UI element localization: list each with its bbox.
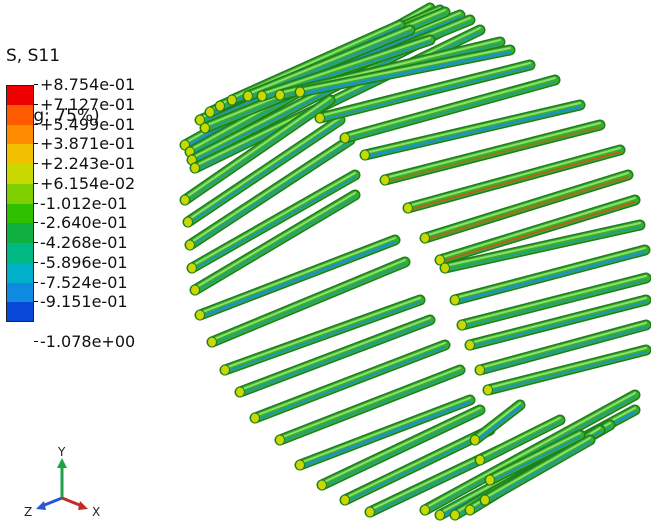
legend-swatch bbox=[6, 164, 34, 184]
legend-value: -1.078e+00 bbox=[40, 332, 136, 351]
truss-member bbox=[294, 44, 516, 98]
truss-members bbox=[179, 2, 651, 521]
truss-member bbox=[456, 272, 651, 331]
legend-entry: -1.078e+00 bbox=[6, 322, 186, 351]
legend-swatch bbox=[6, 302, 34, 322]
legend-tick bbox=[34, 301, 38, 303]
legend-variable: S, S11 bbox=[6, 46, 61, 66]
truss-member bbox=[464, 294, 651, 351]
legend-entry: -7.524e-01 bbox=[6, 273, 186, 303]
legend-tick bbox=[34, 341, 38, 342]
legend-entry: +6.154e-02 bbox=[6, 174, 186, 204]
truss-member bbox=[219, 294, 426, 376]
legend-value: -5.896e-01 bbox=[40, 252, 128, 272]
legend-value: -7.524e-01 bbox=[40, 272, 128, 292]
truss-member bbox=[379, 119, 606, 186]
axis-triad: Y Z X bbox=[24, 446, 100, 519]
truss-member bbox=[182, 114, 346, 228]
legend-value: -1.012e-01 bbox=[40, 193, 128, 213]
legend-tick bbox=[34, 143, 38, 145]
truss-member bbox=[479, 434, 596, 506]
truss-member bbox=[206, 256, 411, 348]
truss-member bbox=[186, 169, 361, 274]
legend-entry: +7.127e-01 bbox=[6, 95, 186, 125]
legend-tick bbox=[34, 182, 38, 184]
legend-swatch bbox=[6, 183, 34, 204]
legend-value: +8.754e-01 bbox=[40, 75, 136, 94]
legend-value: +7.127e-01 bbox=[40, 94, 136, 114]
legend-entry: -2.640e-01 bbox=[6, 213, 186, 243]
legend-entry: -9.151e-01 bbox=[6, 292, 186, 322]
legend-swatch bbox=[6, 243, 34, 263]
legend-tick bbox=[34, 261, 38, 263]
truss-member bbox=[339, 424, 496, 506]
x-axis-arrowhead bbox=[78, 501, 88, 510]
truss-member bbox=[434, 194, 641, 266]
truss-member bbox=[339, 74, 561, 144]
legend-tick bbox=[34, 222, 38, 224]
truss-member bbox=[419, 389, 641, 516]
truss-member bbox=[184, 134, 356, 251]
legend-entry: +5.499e-01 bbox=[6, 115, 186, 145]
truss-member bbox=[249, 339, 451, 424]
legend-swatch bbox=[6, 262, 34, 283]
truss-member bbox=[419, 169, 634, 244]
legend-tick bbox=[34, 242, 38, 243]
legend-swatch bbox=[6, 282, 34, 303]
truss-member bbox=[314, 59, 536, 124]
legend-swatch bbox=[6, 85, 34, 105]
legend-entry: +8.754e-01 bbox=[6, 75, 186, 105]
legend-tick bbox=[34, 103, 38, 105]
truss-member bbox=[189, 189, 361, 296]
y-axis-arrowhead bbox=[57, 458, 67, 468]
legend-value: -9.151e-01 bbox=[40, 292, 128, 312]
legend-tick bbox=[34, 281, 38, 283]
legend-entry: -5.896e-01 bbox=[6, 253, 186, 283]
y-axis-label: Y bbox=[57, 446, 66, 459]
x-axis-arrow bbox=[61, 496, 83, 508]
legend-entry: -1.012e-01 bbox=[6, 194, 186, 224]
legend-swatch bbox=[6, 124, 34, 145]
truss-member bbox=[316, 404, 486, 491]
truss-member bbox=[179, 94, 336, 206]
color-legend: +8.754e-01+7.127e-01+5.499e-01+3.871e-01… bbox=[6, 75, 186, 351]
legend-tick bbox=[34, 84, 38, 85]
legend-value: -4.268e-01 bbox=[40, 233, 128, 252]
legend-swatch bbox=[6, 223, 34, 243]
truss-member bbox=[474, 319, 651, 376]
truss-member bbox=[294, 394, 476, 471]
truss-member bbox=[469, 399, 526, 446]
truss-member bbox=[234, 314, 436, 398]
legend-tick bbox=[34, 163, 38, 164]
truss-member bbox=[449, 244, 651, 306]
legend-value: +3.871e-01 bbox=[40, 134, 136, 154]
z-axis-arrow bbox=[41, 496, 63, 508]
legend-value: -2.640e-01 bbox=[40, 213, 128, 233]
legend-tick bbox=[34, 202, 38, 204]
legend-value: +2.243e-01 bbox=[40, 154, 136, 173]
truss-member bbox=[484, 429, 586, 486]
legend-swatch bbox=[6, 104, 34, 125]
truss-member bbox=[439, 219, 646, 274]
legend-swatch bbox=[6, 203, 34, 224]
legend-tick bbox=[34, 123, 38, 125]
z-axis-label: Z bbox=[24, 505, 32, 519]
truss-member bbox=[359, 99, 586, 161]
truss-member bbox=[482, 344, 651, 396]
truss-member bbox=[402, 144, 626, 214]
z-axis-arrowhead bbox=[36, 501, 46, 510]
legend-value: +6.154e-02 bbox=[40, 173, 136, 193]
legend-entry: -4.268e-01 bbox=[6, 233, 186, 263]
legend-swatch bbox=[6, 144, 34, 164]
truss-member bbox=[194, 234, 401, 321]
truss-member bbox=[274, 364, 466, 446]
legend-entry: +3.871e-01 bbox=[6, 134, 186, 164]
truss-member bbox=[474, 414, 566, 466]
legend-value: +5.499e-01 bbox=[40, 114, 136, 134]
x-axis-label: X bbox=[92, 505, 100, 519]
legend-entry: +2.243e-01 bbox=[6, 154, 186, 184]
